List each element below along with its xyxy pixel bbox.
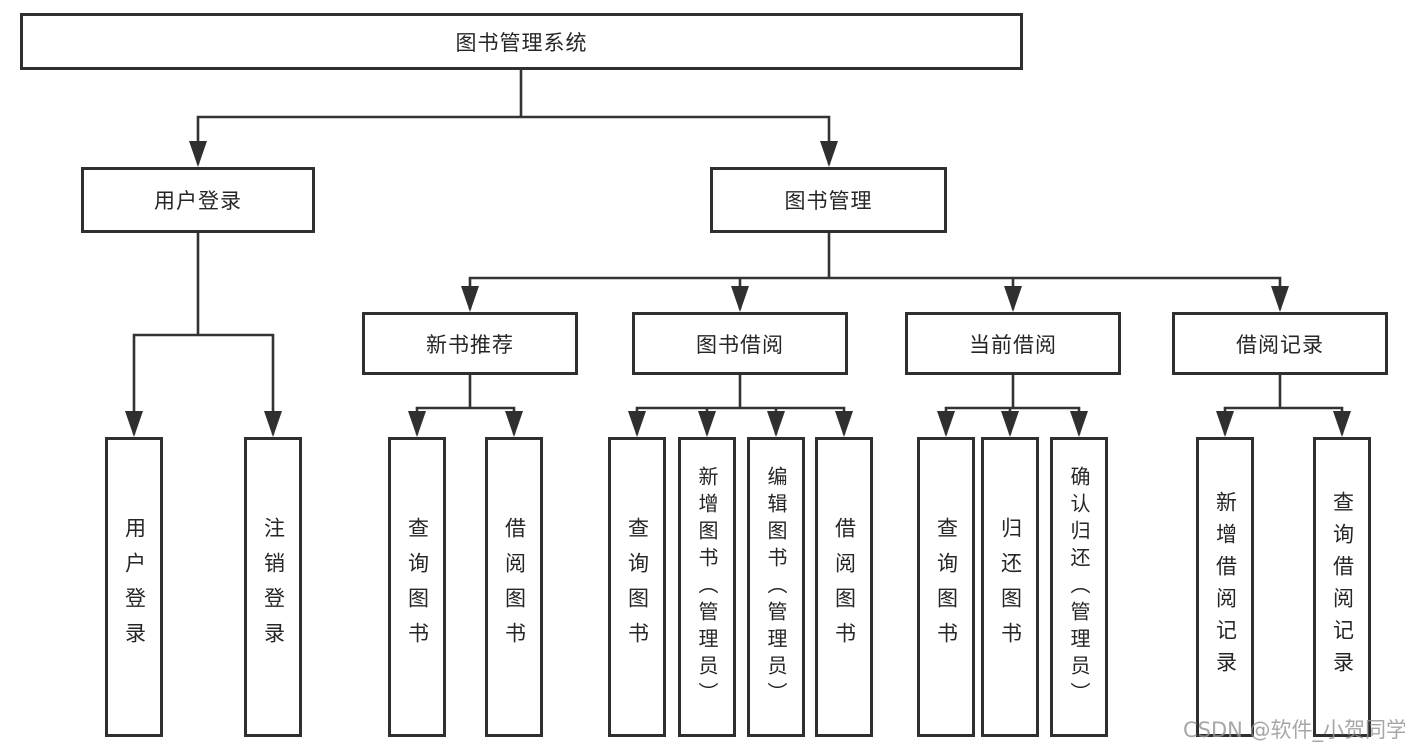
leaf-label: 注销登录: [261, 517, 286, 657]
node-root-system: 图书管理系统: [20, 13, 1023, 70]
tree-edges: [132, 68, 1344, 435]
node-new-book-recommend: 新书推荐: [362, 312, 578, 375]
leaf-label: 借阅图书: [832, 517, 857, 657]
csdn-watermark: CSDN @软件_小贺同学: [1183, 718, 1405, 742]
node-label: 用户登录: [154, 189, 242, 213]
leaf-query-borrow-record: 查询借阅记录: [1313, 437, 1371, 737]
leaf-add-borrow-record: 新增借阅记录: [1196, 437, 1254, 737]
leaf-label: 查询图书: [625, 517, 650, 657]
leaf-borrow-books: 借阅图书: [485, 437, 543, 737]
leaf-label: 用户登录: [122, 517, 147, 657]
leaf-borrow-books: 借阅图书: [815, 437, 873, 737]
leaf-query-books: 查询图书: [388, 437, 446, 737]
leaf-query-books: 查询图书: [917, 437, 975, 737]
node-book-management: 图书管理: [710, 167, 947, 233]
leaf-confirm-return-admin: 确认归还（管理员）: [1050, 437, 1108, 737]
leaf-label: 新增图书（管理员）: [695, 465, 719, 709]
leaf-label: 借阅图书: [502, 517, 527, 657]
node-label: 借阅记录: [1236, 332, 1324, 357]
node-label: 图书借阅: [696, 332, 784, 357]
leaf-label: 归还图书: [998, 517, 1023, 657]
leaf-user-login: 用户登录: [105, 437, 163, 737]
leaf-add-books-admin: 新增图书（管理员）: [678, 437, 736, 737]
leaf-label: 查询图书: [405, 517, 430, 657]
leaf-logout: 注销登录: [244, 437, 302, 737]
leaf-edit-books-admin: 编辑图书（管理员）: [747, 437, 805, 737]
leaf-label: 确认归还（管理员）: [1067, 465, 1091, 709]
leaf-label: 编辑图书（管理员）: [764, 465, 788, 709]
leaf-label: 查询图书: [934, 517, 959, 657]
node-current-borrow: 当前借阅: [905, 312, 1121, 375]
leaf-return-books: 归还图书: [981, 437, 1039, 737]
leaf-label: 新增借阅记录: [1213, 491, 1238, 683]
arrowhead-icons: [125, 141, 1351, 437]
node-label: 图书管理系统: [455, 30, 588, 55]
node-label: 当前借阅: [969, 332, 1057, 357]
leaf-label: 查询借阅记录: [1330, 491, 1355, 683]
leaf-query-books: 查询图书: [608, 437, 666, 737]
node-label: 图书管理: [784, 189, 873, 213]
node-borrow-records: 借阅记录: [1172, 312, 1388, 375]
node-user-login: 用户登录: [81, 167, 315, 233]
node-label: 新书推荐: [426, 332, 514, 357]
node-book-borrow: 图书借阅: [632, 312, 848, 375]
